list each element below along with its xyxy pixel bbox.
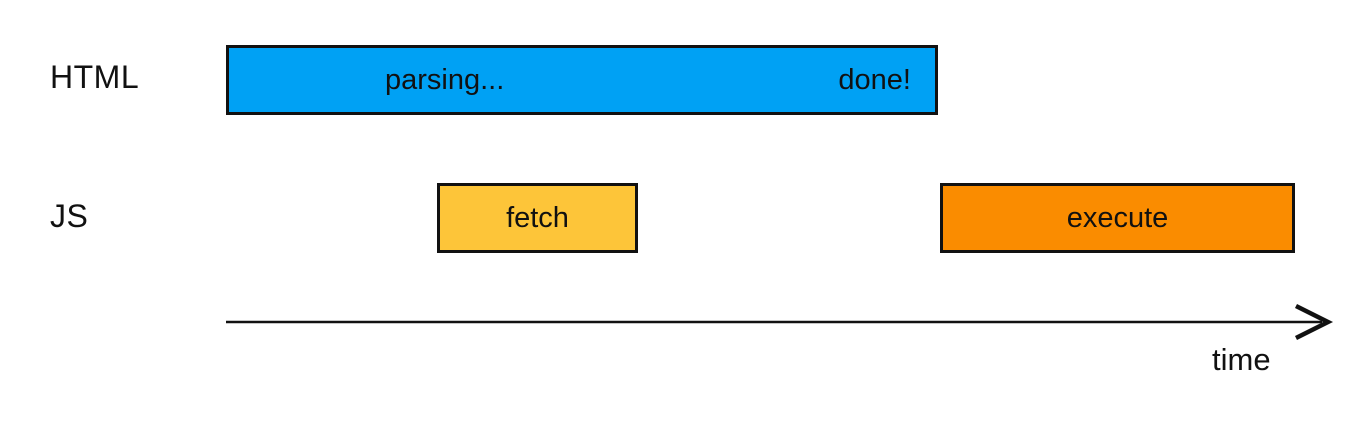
- bar-js-fetch: fetch: [437, 183, 638, 253]
- bar-html-parsing: parsing... done!: [226, 45, 938, 115]
- bar-js-execute: execute: [940, 183, 1295, 253]
- parsing-label: parsing...: [385, 63, 505, 96]
- row-label-html: HTML: [50, 59, 140, 95]
- row-label-js: JS: [50, 198, 89, 234]
- execute-label: execute: [1066, 201, 1169, 234]
- time-axis-label: time: [1212, 342, 1271, 377]
- fetch-label: fetch: [506, 201, 569, 234]
- time-axis-arrow-icon: [226, 303, 1334, 341]
- done-label: done!: [838, 63, 911, 96]
